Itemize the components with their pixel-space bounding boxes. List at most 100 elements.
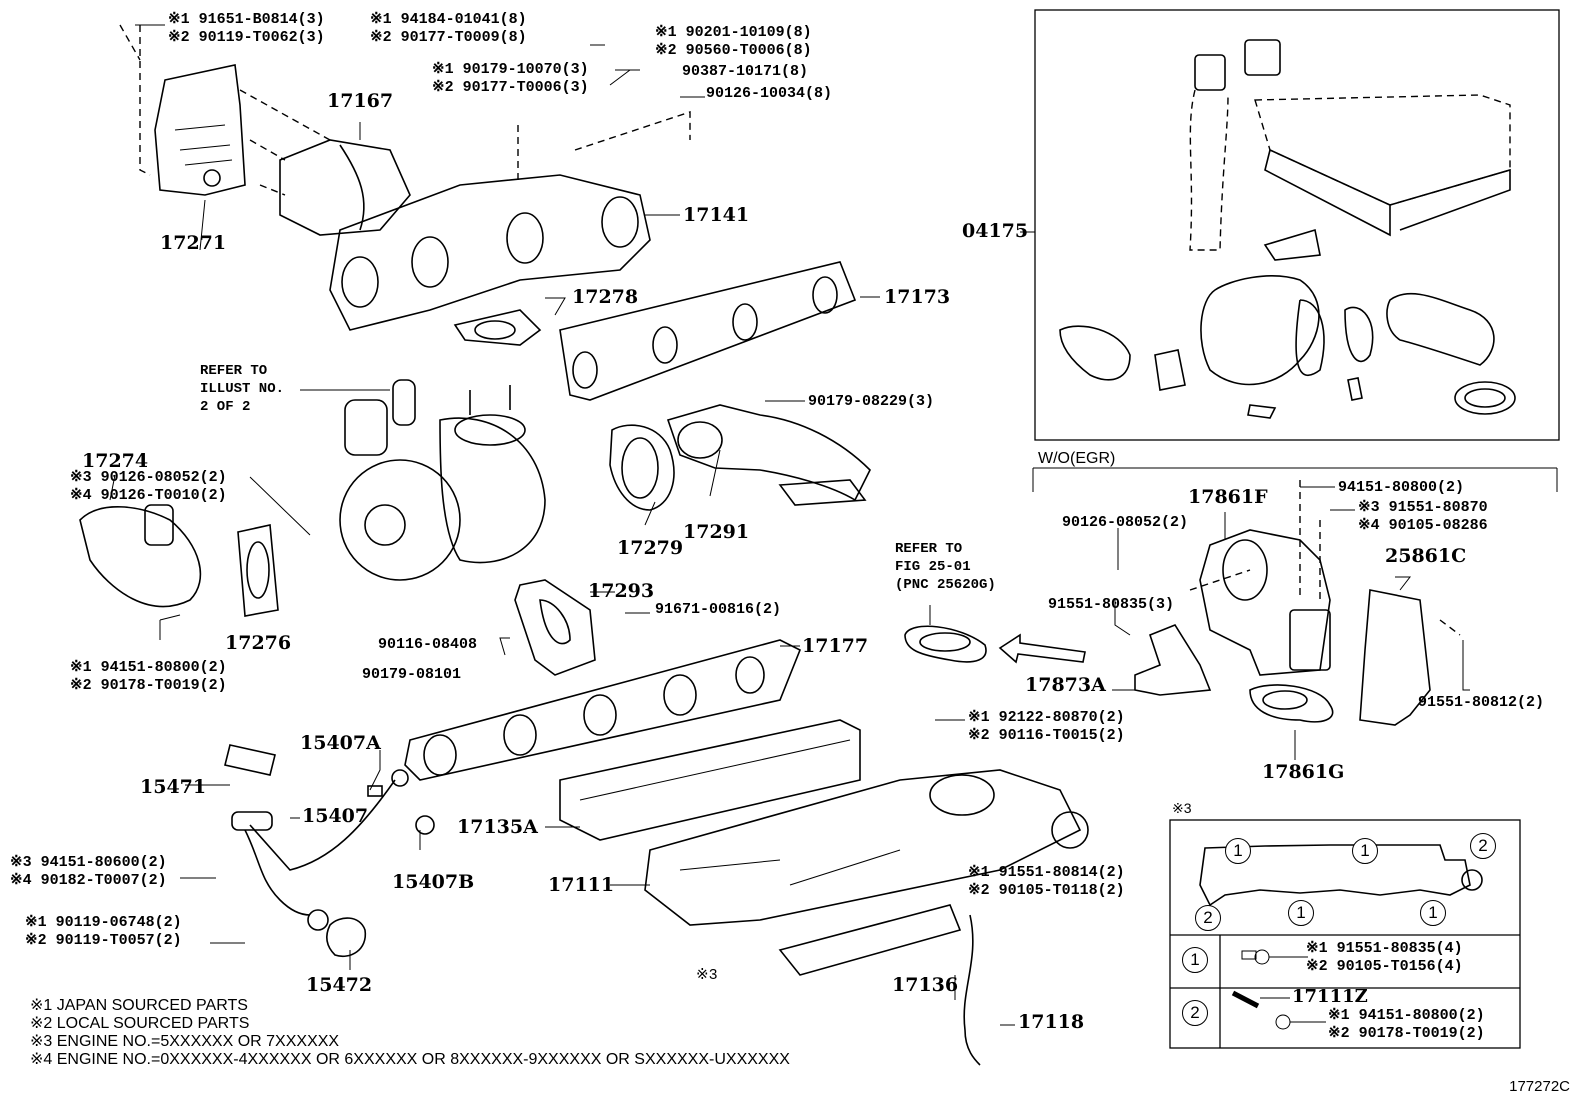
callout-hose-nut[interactable]: ※1 94151-80800(2) ※2 90178-T0019(2) [70,660,227,696]
bracket-25861C-drawing [1359,589,1431,726]
pnc-17111[interactable]: 17111 [548,874,615,896]
pnc-17873A[interactable]: 17873A [1025,674,1106,696]
part-number: ※1 94184-01041(8) [370,11,527,28]
callout-insulator-nut[interactable]: ※1 90179-10070(3) ※2 90177-T0006(3) [432,62,589,98]
part-number: ※4 90182-T0007(2) [10,872,167,889]
oil-pipe-drawing [231,769,409,931]
pnc-15407A[interactable]: 15407A [300,732,381,754]
pnc-17271[interactable]: 17271 [160,232,227,254]
refer-line: ILLUST NO. [200,381,285,397]
pnc-17293[interactable]: 17293 [588,580,655,602]
part-number: ※2 90178-T0019(2) [1328,1025,1485,1042]
pnc-17861F[interactable]: 17861F [1188,486,1268,508]
part-number: ※1 94151-80800(2) [1328,1007,1485,1024]
part-number: ※1 92122-80870(2) [968,709,1125,726]
exhaust-gasket-drawing [559,261,857,401]
part-number: ※4 90105-08286 [1358,517,1488,534]
part-number: ※2 90119-T0057(2) [25,932,182,949]
callout-bracket-bolt-3[interactable]: 91551-80835(3) [1048,596,1175,613]
pnc-17173[interactable]: 17173 [884,286,951,308]
pnc-17291[interactable]: 17291 [683,521,750,543]
part-number: ※2 90105-T0156(4) [1306,958,1463,975]
refer-line: FIG 25-01 [895,559,971,575]
pnc-15472[interactable]: 15472 [306,974,373,996]
pnc-17167[interactable]: 17167 [327,90,394,112]
sub-table-frame [1169,819,1521,1049]
pnc-04175[interactable]: 04175 [962,220,1029,242]
pnc-17177[interactable]: 17177 [802,635,869,657]
bolt-icon [1241,949,1308,965]
mark-2: 2 [1470,833,1496,859]
pnc-17279[interactable]: 17279 [617,537,684,559]
callout-pipe-nut[interactable]: 90179-08229(3) [808,393,935,410]
part-number: ※1 94151-80800(2) [70,659,227,676]
refer-line: REFER TO [200,363,268,379]
heat-insulator-drawing [119,24,246,196]
callout-collar[interactable]: 90387-10171(8) [682,63,809,80]
inset-caption: W/O(EGR) [1038,450,1116,467]
callout-bracket-stud[interactable]: 90116-08408 [378,636,478,653]
leader-lines [109,24,1470,1026]
mark-1: 1 [1288,900,1314,926]
legend-item: ※2 LOCAL SOURCED PARTS [30,1015,250,1032]
pipe-17118-drawing [963,914,981,1066]
mark-1: 1 [1352,838,1378,864]
bracket-17293-drawing [514,579,596,676]
refer-line: (PNC 25620G) [895,577,996,593]
pnc-17274[interactable]: 17274 [82,450,149,472]
part-number: ※1 90179-10070(3) [432,61,589,78]
pnc-15471[interactable]: 15471 [140,776,207,798]
refer-illust-note: REFER TO ILLUST NO. 2 OF 2 [200,362,284,416]
part-number: ※1 91551-80814(2) [968,864,1125,881]
pnc-17276[interactable]: 17276 [225,632,292,654]
refer-fig-note[interactable]: REFER TO FIG 25-01 (PNC 25620G) [895,540,996,594]
callout-egr-nut[interactable]: 94151-80800(2) [1338,479,1465,496]
manifold-plate-drawing [778,904,962,976]
callout-insulator-bolt[interactable]: ※1 91651-B0814(3) ※2 90119-T0062(3) [168,12,325,48]
callout-bracket-nut[interactable]: 90179-08101 [362,666,462,683]
gasket-17861G-drawing [1249,684,1334,723]
callout-bracket-bolt[interactable]: 91671-00816(2) [655,601,782,618]
exhaust-manifold-drawing [329,111,691,331]
callout-manifold-nut[interactable]: ※1 94184-01041(8) ※2 90177-T0009(8) [370,12,527,48]
callout-turbo-stud[interactable]: ※3 90126-08052(2) ※4 90126-T0010(2) [70,470,227,506]
callout-bracket-bolt-2[interactable]: 91551-80812(2) [1418,694,1545,711]
part-number: ※2 90119-T0062(3) [168,29,325,46]
row-2-parts[interactable]: ※1 94151-80800(2) ※2 90178-T0019(2) [1328,1008,1485,1044]
legend-item: ※1 JAPAN SOURCED PARTS [30,997,248,1014]
row-1-parts[interactable]: ※1 91551-80835(4) ※2 90105-T0156(4) [1306,941,1463,977]
part-number: ※3 91551-80870 [1358,499,1488,516]
intake-manifold-drawing [644,769,1089,926]
callout-egr-stud[interactable]: 90126-08052(2) [1062,514,1189,531]
pnc-15407B[interactable]: 15407B [392,871,475,893]
part-number: ※1 91551-80835(4) [1306,940,1463,957]
part-number: ※1 90201-10109(8) [655,24,812,41]
egr-valve-drawing [1199,529,1331,676]
pnc-17278[interactable]: 17278 [572,286,639,308]
row-key-2: 2 [1182,1000,1208,1026]
intake-manifold-cover-drawing [559,719,861,841]
callout-oil-pipe-nut[interactable]: ※3 94151-80600(2) ※4 90182-T0007(2) [10,855,167,891]
pnc-25861C[interactable]: 25861C [1385,545,1467,567]
part-number: ※2 90105-T0118(2) [968,882,1125,899]
part-number: ※2 90116-T0015(2) [968,727,1125,744]
pnc-17111Z[interactable]: 17111Z [1292,986,1368,1007]
stud-nut-icon [1231,990,1326,1030]
callout-oil-pipe-bolt[interactable]: ※1 90119-06748(2) ※2 90119-T0057(2) [25,915,182,951]
callout-egr-bolt[interactable]: ※3 91551-80870 ※4 90105-08286 [1358,500,1488,536]
pnc-17135A[interactable]: 17135A [457,816,538,838]
pnc-17136[interactable]: 17136 [892,974,959,996]
turbocharger-drawing [339,379,546,581]
pnc-17118[interactable]: 17118 [1018,1011,1085,1033]
pnc-15407[interactable]: 15407 [302,805,369,827]
pnc-17141[interactable]: 17141 [683,204,750,226]
arrow-icon [998,633,1086,664]
callout-manifold-stud[interactable]: ※1 92122-80870(2) ※2 90116-T0015(2) [968,710,1125,746]
part-number: ※2 90177-T0009(8) [370,29,527,46]
part-number: ※1 90119-06748(2) [25,914,182,931]
callout-washer[interactable]: ※1 90201-10109(8) ※2 90560-T0006(8) [655,25,812,61]
pnc-17861G[interactable]: 17861G [1262,761,1345,783]
callout-stud-bolt[interactable]: 90126-10034(8) [706,85,833,102]
callout-manifold-bolt[interactable]: ※1 91551-80814(2) ※2 90105-T0118(2) [968,865,1125,901]
